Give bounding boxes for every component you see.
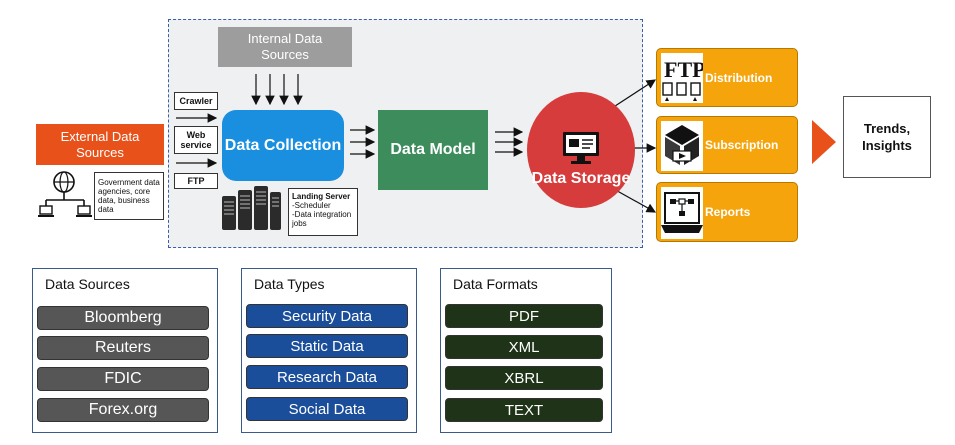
subscription-label: Subscription	[705, 138, 779, 152]
government-data-note: Government data agencies, core data, bus…	[94, 172, 164, 220]
landing-server-note: Landing Server -Scheduler -Data integrat…	[288, 188, 358, 236]
data-formats-title: Data Formats	[453, 276, 538, 292]
data-storage-label: Data Storage	[531, 170, 631, 187]
data-types-panel: Data Types Security Data Static Data Res…	[241, 268, 417, 433]
data-type-item: Social Data	[246, 397, 408, 421]
data-formats-panel: Data Formats PDF XML XBRL TEXT	[440, 268, 612, 433]
reports-output: Reports	[656, 182, 798, 242]
crawler-label: Crawler	[174, 92, 218, 110]
external-data-sources: External Data Sources	[36, 124, 164, 165]
network-globe-icon	[38, 171, 92, 217]
data-storage-node: Data Storage	[527, 92, 635, 208]
internal-data-sources: Internal Data Sources	[218, 27, 352, 67]
data-format-item: XML	[445, 335, 603, 359]
ftp-icon-text: FTP	[664, 57, 703, 82]
landing-server-scheduler: -Scheduler	[292, 201, 331, 210]
landing-server-integration: -Data integration jobs	[292, 210, 352, 228]
data-model-node: Data Model	[378, 110, 488, 190]
laptop-flowchart-icon	[661, 187, 703, 239]
data-sources-title: Data Sources	[45, 276, 130, 292]
landing-server-title: Landing Server	[292, 192, 351, 201]
data-source-item: Bloomberg	[37, 306, 209, 330]
subscription-cube-icon	[661, 121, 703, 171]
trends-insights-box: Trends, Insights	[843, 96, 931, 178]
monitor-icon	[563, 132, 599, 164]
distribution-label: Distribution	[705, 70, 773, 85]
data-type-item: Research Data	[246, 365, 408, 389]
data-sources-panel: Data Sources Bloomberg Reuters FDIC Fore…	[32, 268, 218, 433]
data-type-item: Static Data	[246, 334, 408, 358]
data-collection-node: Data Collection	[222, 110, 344, 181]
data-types-title: Data Types	[254, 276, 325, 292]
ftp-label: FTP	[174, 173, 218, 189]
data-source-item: Forex.org	[37, 398, 209, 422]
data-source-item: FDIC	[37, 367, 209, 391]
data-type-item: Security Data	[246, 304, 408, 328]
data-format-item: XBRL	[445, 366, 603, 390]
server-rack-icon	[222, 186, 281, 230]
web-service-label: Web service	[174, 126, 218, 154]
distribution-output: FTP Distribution	[656, 48, 798, 107]
subscription-output: Subscription	[656, 116, 798, 174]
ftp-transfer-icon: FTP	[661, 53, 703, 103]
data-source-item: Reuters	[37, 336, 209, 360]
result-arrow-icon	[812, 120, 836, 164]
data-format-item: TEXT	[445, 398, 603, 422]
data-format-item: PDF	[445, 304, 603, 328]
reports-label: Reports	[705, 205, 751, 219]
